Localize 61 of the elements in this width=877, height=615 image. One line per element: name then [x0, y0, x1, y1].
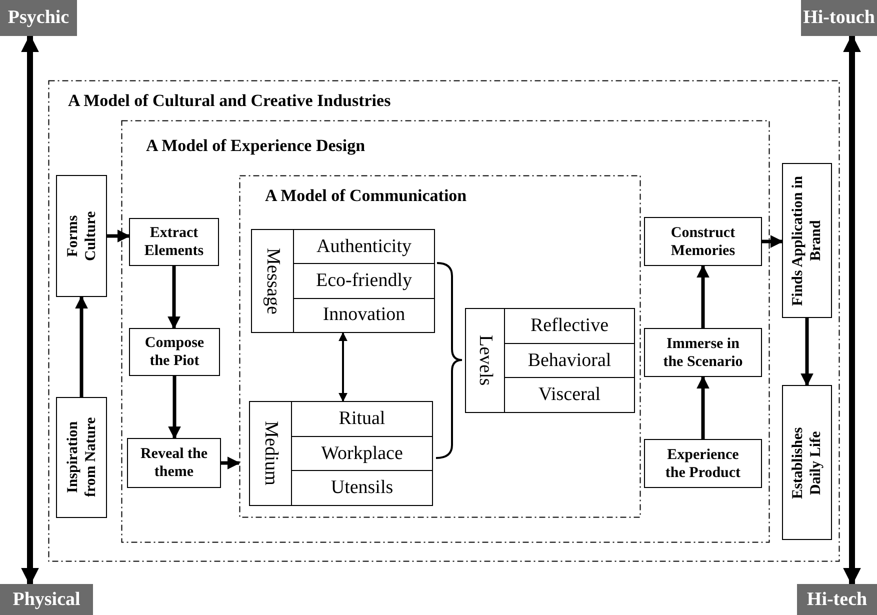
- category-label: Levels: [466, 309, 505, 412]
- table-cell: Workplace: [292, 436, 432, 470]
- arrow: [696, 264, 710, 328]
- table-cell-text: Authenticity: [316, 234, 412, 259]
- arrow: [696, 376, 710, 439]
- process-label: Construct Memories: [670, 224, 736, 260]
- process-label: Forms Culture: [64, 210, 100, 263]
- process-box: [782, 385, 832, 540]
- category-table: [251, 229, 435, 333]
- arrow: [221, 456, 240, 470]
- category-table: [465, 308, 635, 413]
- table-cell: Utensils: [292, 470, 432, 506]
- pole-label: Psychic: [8, 7, 70, 29]
- process-label: Experience the Product: [664, 446, 742, 482]
- arrow: [762, 235, 784, 248]
- process-box: [644, 439, 762, 488]
- pole-tag: [801, 0, 877, 36]
- frame-title: A Model of Communication: [265, 186, 467, 206]
- double-arrow: [843, 34, 861, 586]
- process-label: Extract Elements: [143, 224, 205, 260]
- process-label: Compose the Piot: [144, 334, 206, 370]
- model-frame: [121, 120, 770, 543]
- frame-title: A Model of Experience Design: [146, 136, 366, 156]
- table-cell: Innovation: [294, 298, 434, 332]
- process-label: Inspiration from Nature: [64, 416, 100, 500]
- model-frame: [48, 80, 840, 562]
- pole-label: Physical: [12, 588, 80, 610]
- table-cell: Eco-friendly: [294, 263, 434, 298]
- process-box: [644, 217, 762, 266]
- process-box: [56, 397, 107, 518]
- category-label: Medium: [250, 402, 292, 505]
- pole-label: Hi-tech: [806, 588, 868, 610]
- frame-title: A Model of Cultural and Creative Industries: [68, 91, 391, 111]
- pole-tag: [0, 0, 77, 36]
- process-box: [127, 438, 221, 488]
- process-box: [129, 328, 220, 376]
- process-box: [129, 218, 219, 266]
- arrow: [168, 266, 180, 330]
- process-label: Immerse in the Scenario: [662, 334, 744, 370]
- process-label: Reveal the theme: [139, 445, 209, 481]
- process-label: Finds Application in Brand: [789, 174, 825, 308]
- model-frame: [239, 175, 641, 518]
- pole-tag: [797, 584, 877, 615]
- category-table: [249, 401, 433, 506]
- table-cell: Behavioral: [505, 342, 634, 378]
- category-label: Message: [252, 230, 294, 332]
- process-box: [782, 163, 832, 318]
- table-cell-text: Reflective: [529, 314, 610, 338]
- table-cell-text: Ritual: [338, 406, 386, 431]
- double-arrow: [338, 332, 348, 402]
- arrow: [75, 296, 88, 397]
- double-arrow: [21, 34, 39, 586]
- table-cell: Visceral: [505, 377, 634, 412]
- arrow: [168, 376, 181, 440]
- arrow: [800, 318, 814, 386]
- process-box: [56, 175, 107, 297]
- process-box: [644, 328, 762, 377]
- pole-label: Hi-touch: [803, 7, 875, 29]
- process-label: Establishes Daily Life: [789, 426, 825, 501]
- arrow: [107, 230, 130, 242]
- pole-tag: [0, 584, 93, 615]
